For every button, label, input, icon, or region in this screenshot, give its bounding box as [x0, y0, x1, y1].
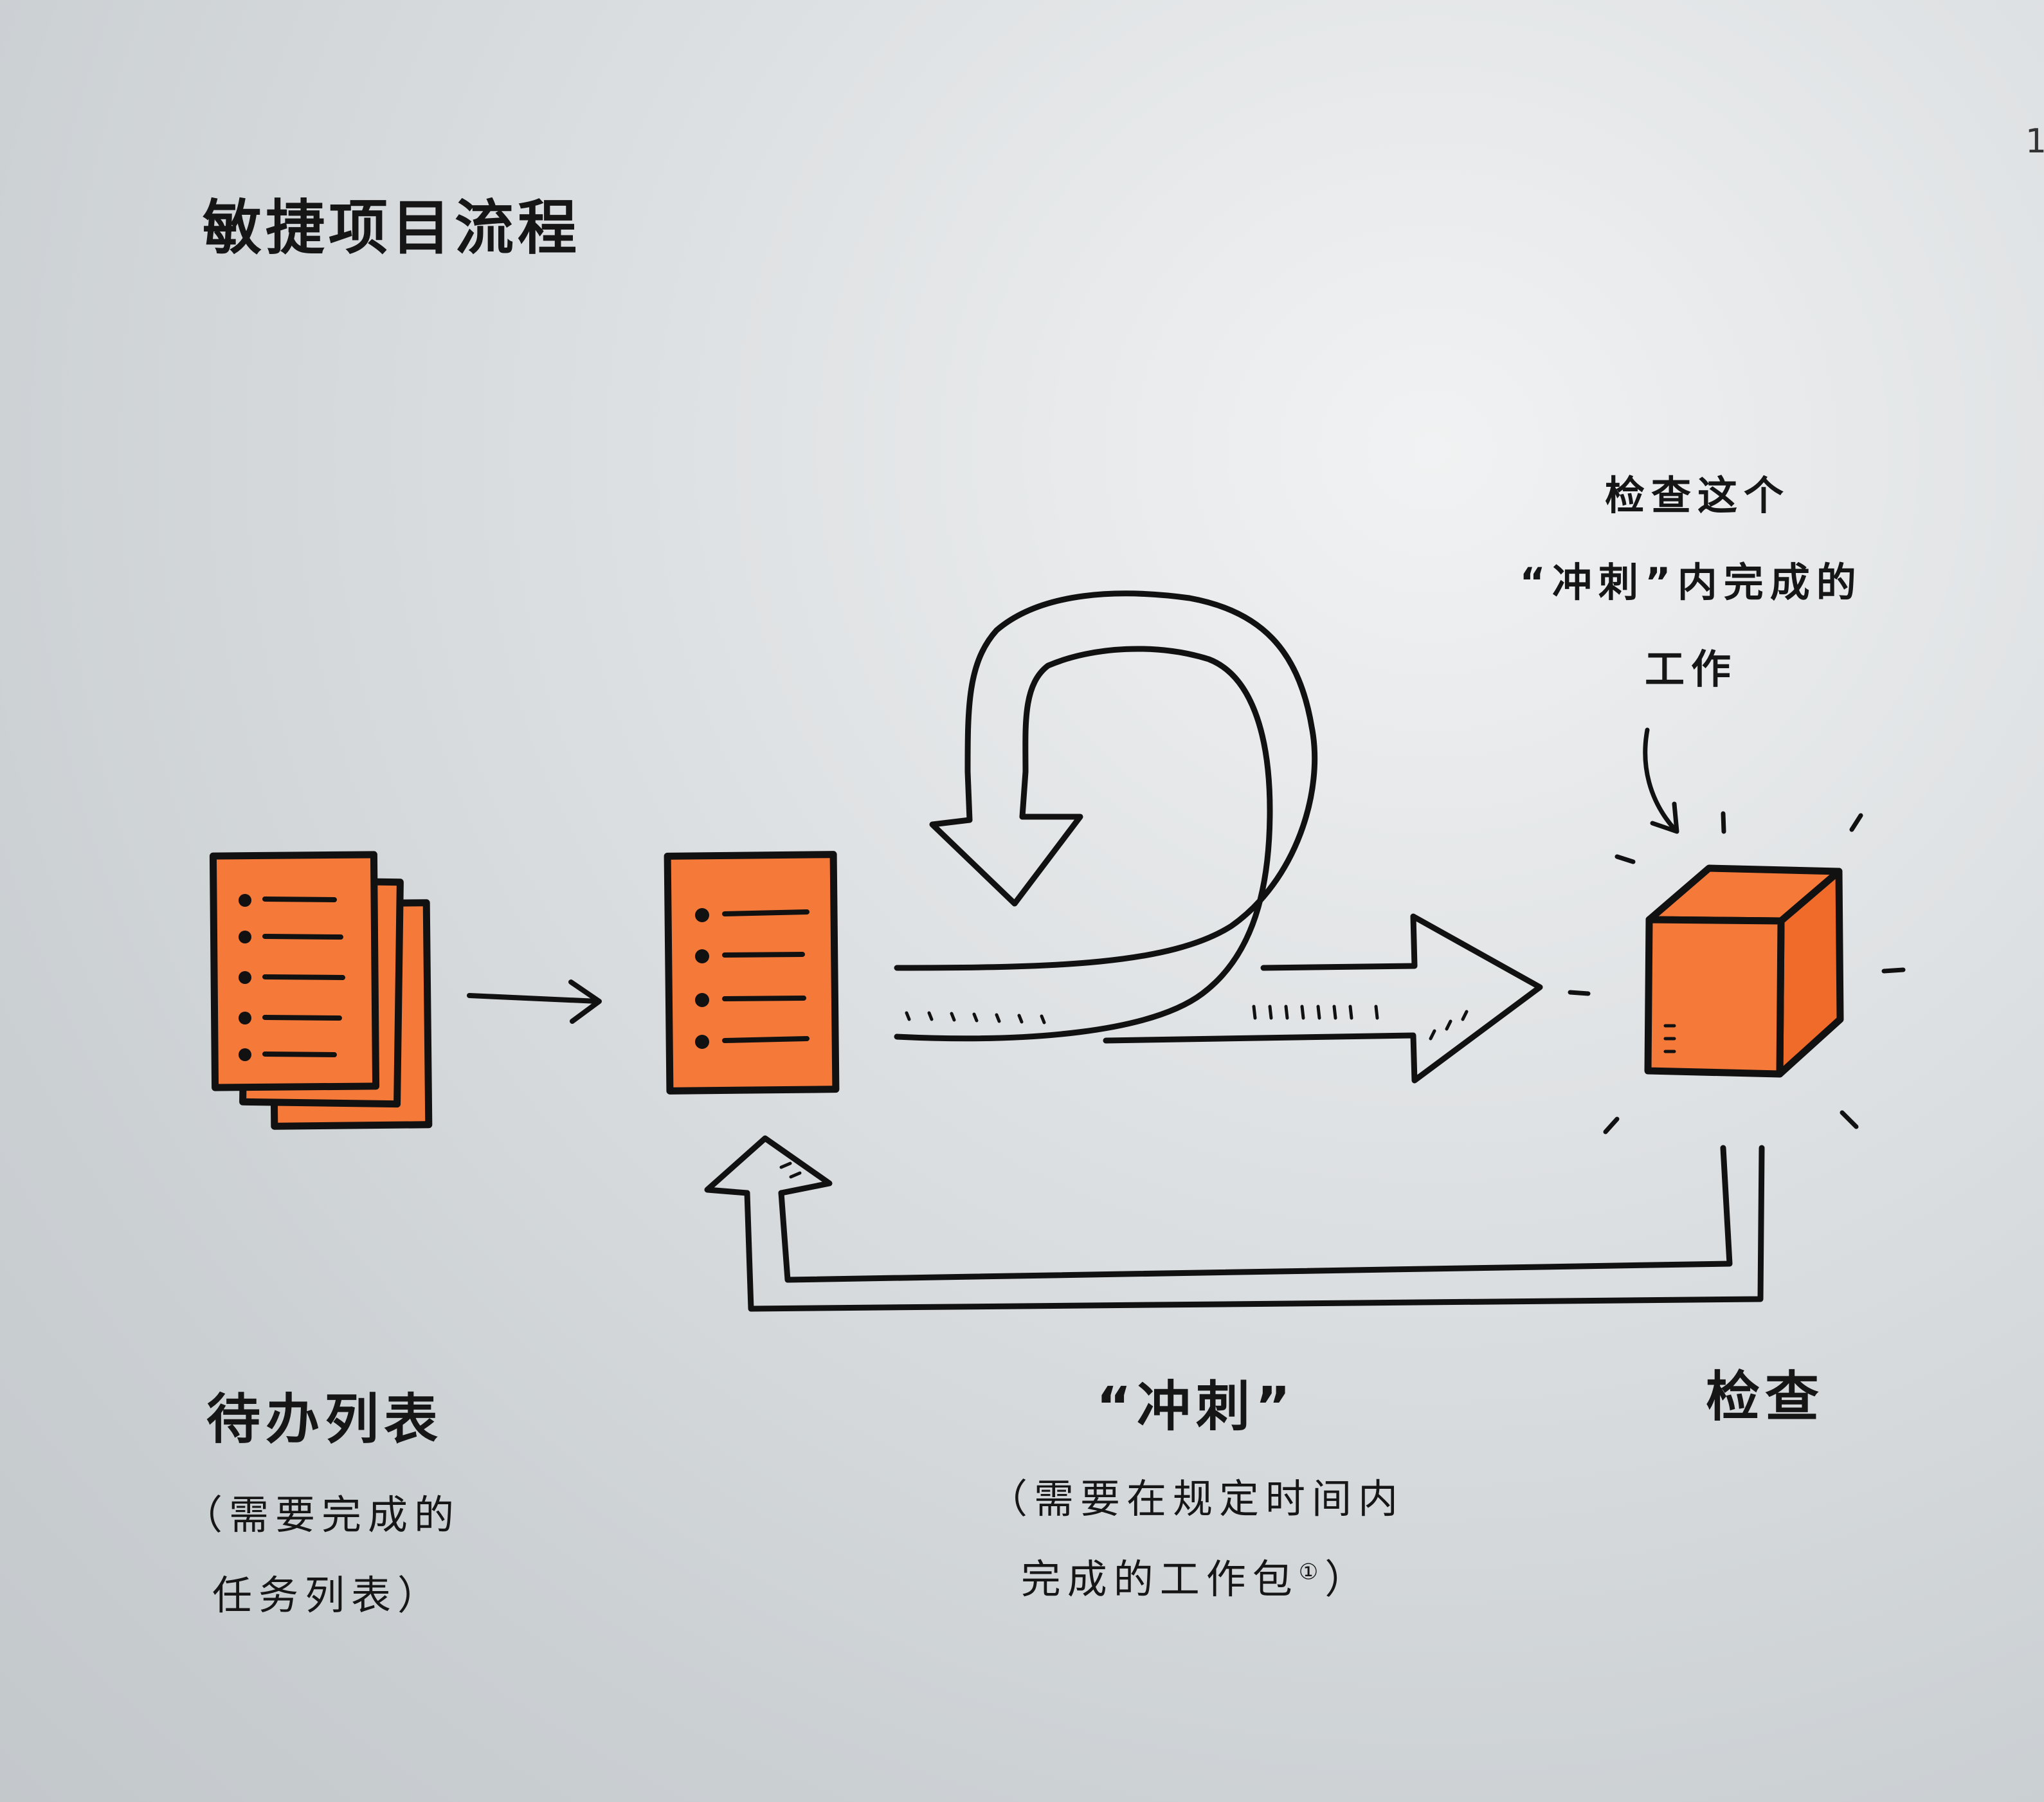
sprint-loop-arrow	[894, 590, 1543, 1084]
sprint-note-line-2-close: ）	[1325, 1556, 1371, 1603]
page-title: 敏捷项目流程	[203, 194, 581, 262]
review-callout-line-2: “冲刺”内完成的	[1519, 559, 1863, 606]
feedback-arrow	[704, 1135, 1765, 1312]
backlog-note-line-2: 任务列表）	[212, 1572, 444, 1619]
page-edge-mark: 1	[2025, 122, 2044, 161]
review-callout-line-1: 检查这个	[1604, 472, 1791, 519]
backlog-stack-icon	[209, 851, 433, 1130]
sprint-note-line-2: 完成的工作包①）	[1021, 1547, 1371, 1605]
sprint-label: “冲刺”	[1096, 1375, 1296, 1438]
backlog-note-line-1: （需要完成的	[182, 1491, 461, 1538]
review-label: 检查	[1705, 1365, 1825, 1428]
footnote-marker: ①	[1298, 1559, 1325, 1585]
sprint-page-icon	[664, 851, 840, 1095]
sprint-note-line-1: （需要在规定时间内	[987, 1475, 1405, 1522]
arrow-icon	[467, 979, 602, 1024]
review-callout-line-3: 工作	[1644, 646, 1738, 693]
review-cube-icon	[1568, 811, 1906, 1134]
sprint-note-line-2-text: 完成的工作包	[1020, 1556, 1299, 1603]
callout-arrow-icon	[1643, 727, 1679, 834]
backlog-label: 待办列表	[206, 1388, 444, 1451]
